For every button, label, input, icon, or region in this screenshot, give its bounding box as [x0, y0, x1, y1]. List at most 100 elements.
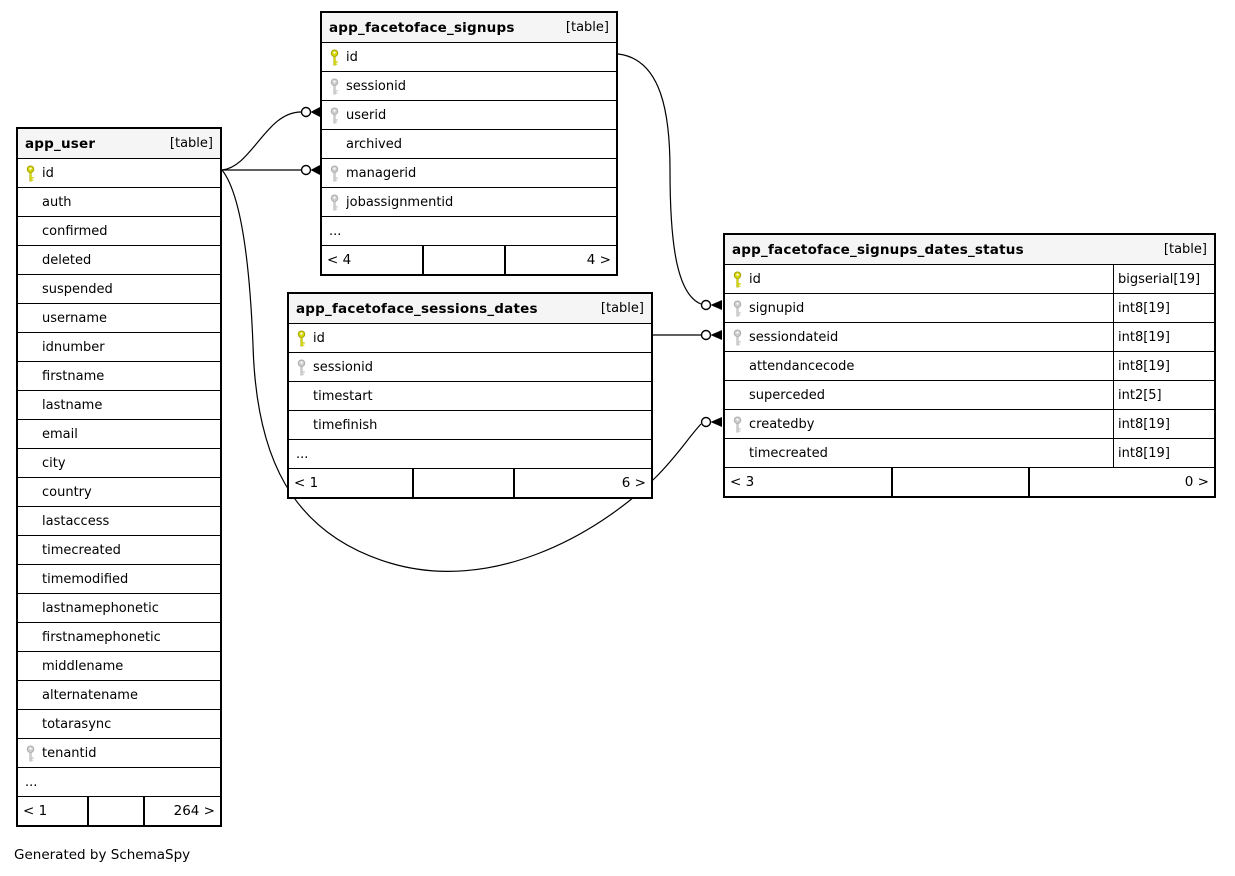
pager-next-count: 4 > — [504, 246, 616, 274]
column-row: idnumber — [18, 332, 220, 361]
column-row: timemodified — [18, 564, 220, 593]
key-cell — [322, 48, 346, 66]
zero-or-one-marker — [300, 164, 312, 176]
table-app_facetoface_sessions_dates[interactable]: app_facetoface_sessions_dates [table] id se… — [287, 292, 653, 499]
table-title-bar: app_facetoface_signups_dates_status[tabl… — [725, 235, 1214, 264]
pager-next-count: 0 > — [1028, 468, 1214, 496]
foreign-key-icon — [330, 193, 338, 210]
column-row: id — [322, 42, 616, 71]
column-name: timecreated — [749, 445, 828, 461]
column-name: archived — [346, 136, 402, 152]
column-name: tenantid — [42, 745, 97, 761]
pager-row: < 4 4 > — [322, 245, 616, 274]
column-name: timecreated — [42, 542, 121, 558]
column-row: timecreated int8[19] — [725, 438, 1214, 467]
relation-signups-id-to-status-signupid — [617, 53, 702, 305]
pager-prev-count: < 4 — [327, 252, 352, 268]
foreign-key-icon — [297, 358, 305, 375]
zero-or-one-marker — [700, 329, 712, 341]
column-name: jobassignmentid — [346, 194, 454, 210]
column-name: middlename — [42, 658, 124, 674]
table-title[interactable]: app_user — [25, 135, 96, 152]
key-cell — [725, 299, 749, 317]
column-type: int8[19] — [1113, 439, 1214, 467]
primary-key-icon — [733, 270, 741, 287]
pager-prev-count: < 3 — [730, 474, 755, 490]
column-type: int8[19] — [1113, 294, 1214, 322]
key-cell — [18, 744, 42, 762]
column-name: firstnamephonetic — [42, 629, 161, 645]
column-type: int8[19] — [1113, 352, 1214, 380]
table-title[interactable]: app_facetoface_sessions_dates — [296, 300, 538, 317]
column-row: id — [289, 323, 651, 352]
column-row: id — [18, 158, 220, 187]
column-row: firstname — [18, 361, 220, 390]
pager-middle-cell — [891, 468, 1028, 496]
foreign-key-icon — [330, 164, 338, 181]
zero-or-one-marker — [700, 416, 712, 428]
ellipsis-label: ... — [329, 223, 342, 239]
ellipsis-label: ... — [25, 774, 38, 790]
key-cell — [322, 193, 346, 211]
pager-middle-cell — [421, 246, 504, 274]
column-name: timestart — [313, 388, 373, 404]
ellipsis-label: ... — [296, 446, 309, 462]
column-name: signupid — [749, 300, 805, 316]
column-row: lastnamephonetic — [18, 593, 220, 622]
column-name: firstname — [42, 368, 105, 384]
column-name: auth — [42, 194, 72, 210]
column-name: managerid — [346, 165, 417, 181]
column-row: userid — [322, 100, 616, 129]
column-name: timefinish — [313, 417, 378, 433]
pager-next-count: 264 > — [143, 797, 220, 825]
column-row: archived — [322, 129, 616, 158]
column-type: int8[19] — [1113, 323, 1214, 351]
zero-or-one-marker — [700, 299, 712, 311]
column-name: lastnamephonetic — [42, 600, 159, 616]
column-name: city — [42, 455, 66, 471]
table-tag: [table] — [600, 301, 644, 316]
column-name: deleted — [42, 252, 92, 268]
key-cell — [18, 164, 42, 182]
pager-row: < 3 0 > — [725, 467, 1214, 496]
table-title[interactable]: app_facetoface_signups — [329, 19, 515, 36]
zero-or-one-marker — [300, 106, 312, 118]
column-row: city — [18, 448, 220, 477]
column-name: sessionid — [313, 359, 373, 375]
column-type: bigserial[19] — [1113, 265, 1214, 293]
key-cell — [322, 164, 346, 182]
column-row: alternatename — [18, 680, 220, 709]
column-name: email — [42, 426, 78, 442]
column-row: username — [18, 303, 220, 332]
generator-credit: Generated by SchemaSpy — [14, 847, 191, 863]
key-cell — [725, 270, 749, 288]
column-name: alternatename — [42, 687, 138, 703]
column-row: email — [18, 419, 220, 448]
column-row: firstnamephonetic — [18, 622, 220, 651]
column-row: country — [18, 477, 220, 506]
column-row: lastaccess — [18, 506, 220, 535]
relation-appuser-id-to-signups-userid — [221, 111, 302, 171]
relation-appuser-id-to-status-createdby — [221, 169, 702, 572]
foreign-key-icon — [26, 744, 34, 761]
primary-key-icon — [26, 164, 34, 181]
column-name: lastaccess — [42, 513, 110, 529]
key-cell — [322, 77, 346, 95]
pager-middle-cell — [86, 797, 144, 825]
column-name: lastname — [42, 397, 103, 413]
table-app_facetoface_signups_dates_status[interactable]: app_facetoface_signups_dates_status[tabl… — [723, 233, 1216, 498]
table-title[interactable]: app_facetoface_signups_dates_status — [732, 241, 1024, 258]
column-row: jobassignmentid — [322, 187, 616, 216]
column-row: deleted — [18, 245, 220, 274]
key-cell — [725, 415, 749, 433]
key-cell — [289, 358, 313, 376]
column-row: totarasync — [18, 709, 220, 738]
column-row: timecreated — [18, 535, 220, 564]
column-name: suspended — [42, 281, 113, 297]
column-name: attendancecode — [749, 358, 855, 374]
